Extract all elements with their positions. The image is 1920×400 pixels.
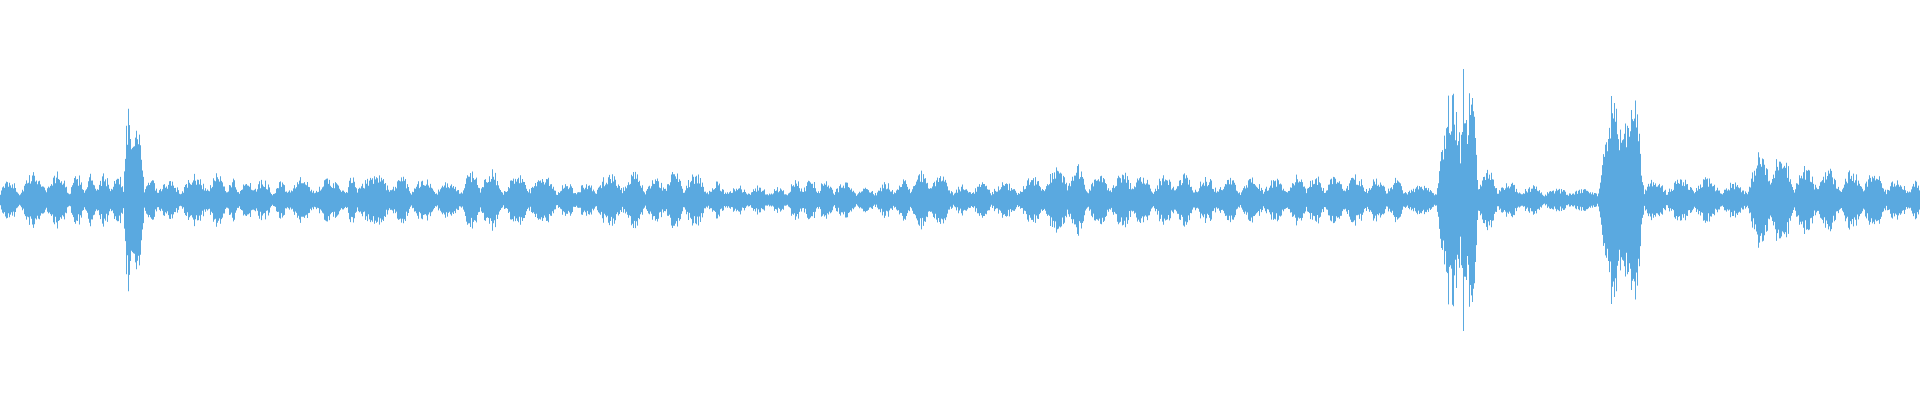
- waveform-bars: [0, 69, 1920, 331]
